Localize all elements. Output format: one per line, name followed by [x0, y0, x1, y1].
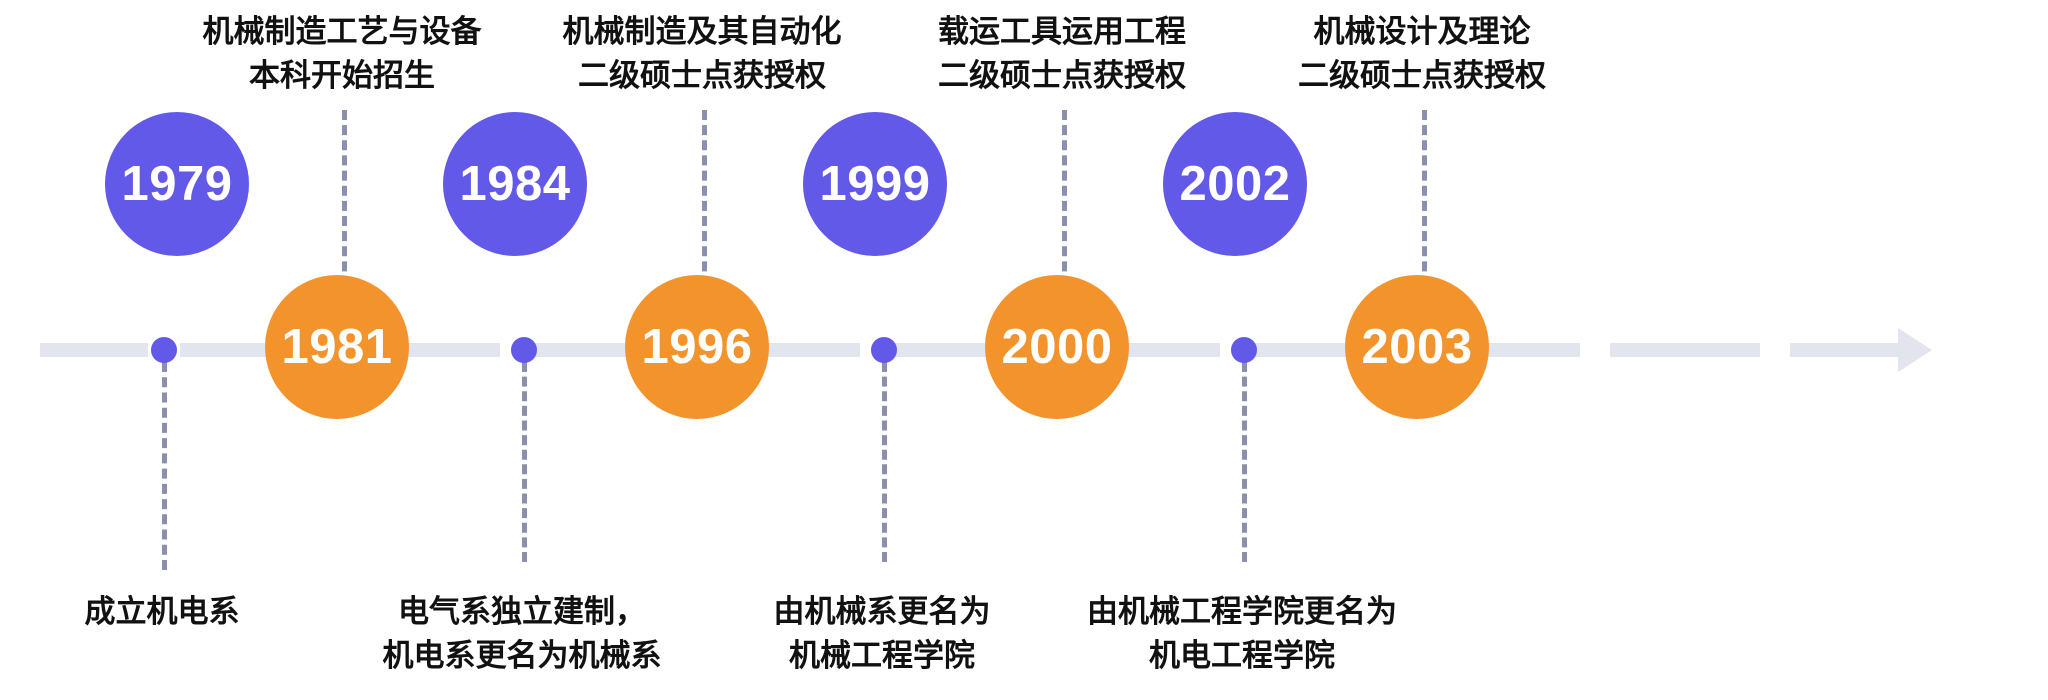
caption-1981: 机械制造工艺与设备 本科开始招生 [202, 14, 482, 94]
year-bubble-2000[interactable]: 2000 [985, 275, 1129, 419]
connector-2000 [1062, 110, 1067, 332]
connector-1979 [162, 362, 167, 570]
caption-2002: 由机械工程学院更名为 机电工程学院 [1087, 594, 1397, 674]
caption-2003: 机械设计及理论 二级硕士点获授权 [1298, 14, 1546, 94]
node-dot-1984[interactable] [511, 337, 537, 363]
axis-segment [40, 343, 148, 357]
node-dot-2002[interactable] [1231, 337, 1257, 363]
caption-1979: 成立机电系 [84, 594, 240, 629]
connector-2002 [1242, 362, 1247, 562]
year-bubble-1999[interactable]: 1999 [803, 112, 947, 256]
year-bubble-2002[interactable]: 2002 [1163, 112, 1307, 256]
connector-1984 [522, 362, 527, 562]
caption-2000: 载运工具运用工程 二级硕士点获授权 [938, 14, 1186, 94]
connector-1981 [342, 110, 347, 332]
year-bubble-2003[interactable]: 2003 [1345, 275, 1489, 419]
node-dot-1979[interactable] [151, 337, 177, 363]
axis-segment [1610, 343, 1760, 357]
connector-2003 [1422, 110, 1427, 332]
connector-1996 [702, 110, 707, 332]
connector-1999 [882, 362, 887, 562]
year-bubble-1981[interactable]: 1981 [265, 275, 409, 419]
caption-1999: 由机械系更名为 机械工程学院 [773, 594, 991, 674]
caption-1984: 电气系独立建制， 机电系更名为机械系 [382, 594, 662, 674]
axis-arrow-icon [1898, 328, 1932, 372]
year-bubble-1996[interactable]: 1996 [625, 275, 769, 419]
year-bubble-1984[interactable]: 1984 [443, 112, 587, 256]
caption-1996: 机械制造及其自动化 二级硕士点获授权 [562, 14, 842, 94]
node-dot-1999[interactable] [871, 337, 897, 363]
axis-segment [1790, 343, 1900, 357]
year-bubble-1979[interactable]: 1979 [105, 112, 249, 256]
